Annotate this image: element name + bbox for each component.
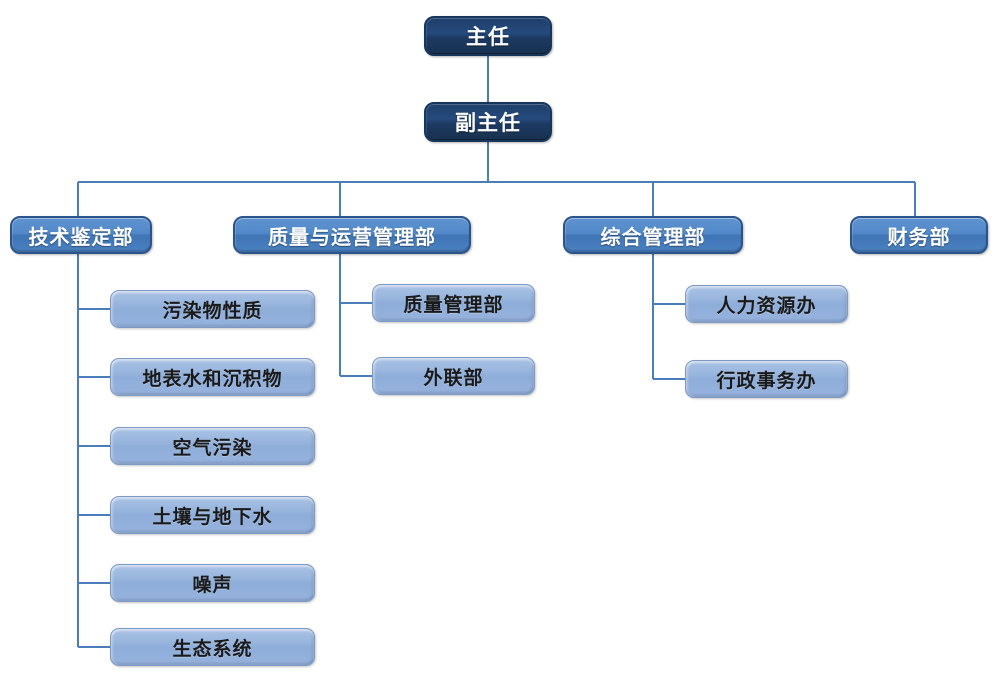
node-unit-surface-water-sediment-label: 地表水和沉积物 [142, 368, 283, 390]
node-unit-quality-management[interactable]: 质量管理部 [372, 284, 535, 322]
node-unit-human-resources-label: 人力资源办 [716, 295, 817, 317]
node-department-technical-label: 技术鉴定部 [28, 226, 134, 249]
node-unit-external-liaison-label: 外联部 [423, 367, 484, 389]
node-unit-ecosystem[interactable]: 生态系统 [110, 628, 315, 666]
node-unit-administration[interactable]: 行政事务办 [685, 360, 848, 398]
node-department-finance[interactable]: 财务部 [850, 216, 988, 254]
node-unit-noise-label: 噪声 [192, 574, 233, 596]
node-deputy-director[interactable]: 副主任 [424, 102, 552, 142]
node-department-general-label: 综合管理部 [600, 226, 706, 249]
node-department-quality-label: 质量与运营管理部 [268, 226, 436, 249]
node-unit-ecosystem-label: 生态系统 [172, 638, 253, 660]
node-unit-pollutant-properties[interactable]: 污染物性质 [110, 290, 315, 328]
node-department-quality[interactable]: 质量与运营管理部 [233, 216, 471, 254]
node-unit-air-pollution[interactable]: 空气污染 [110, 427, 315, 465]
node-deputy-director-label: 副主任 [455, 112, 521, 135]
node-department-general[interactable]: 综合管理部 [563, 216, 743, 254]
node-unit-air-pollution-label: 空气污染 [172, 437, 253, 459]
node-director[interactable]: 主任 [424, 16, 552, 56]
node-director-label: 主任 [466, 26, 510, 49]
node-unit-human-resources[interactable]: 人力资源办 [685, 285, 848, 323]
node-unit-soil-groundwater-label: 土壤与地下水 [152, 506, 273, 528]
node-unit-external-liaison[interactable]: 外联部 [372, 357, 535, 395]
node-unit-administration-label: 行政事务办 [716, 370, 817, 392]
node-unit-surface-water-sediment[interactable]: 地表水和沉积物 [110, 358, 315, 396]
node-unit-quality-management-label: 质量管理部 [403, 294, 504, 316]
node-department-finance-label: 财务部 [887, 226, 951, 249]
node-unit-soil-groundwater[interactable]: 土壤与地下水 [110, 496, 315, 534]
node-department-technical[interactable]: 技术鉴定部 [10, 216, 152, 254]
node-unit-pollutant-properties-label: 污染物性质 [162, 300, 263, 322]
node-unit-noise[interactable]: 噪声 [110, 564, 315, 602]
